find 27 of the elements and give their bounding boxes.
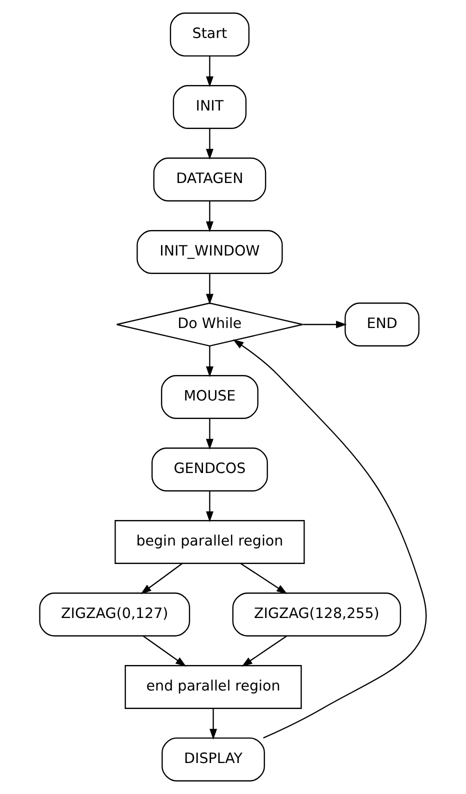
arrow <box>206 346 214 378</box>
arrow <box>206 200 214 232</box>
arrow <box>206 128 214 160</box>
arrow <box>142 635 186 667</box>
arrow <box>240 562 288 594</box>
arrow <box>242 635 288 667</box>
arrow <box>232 339 426 739</box>
arrow <box>206 273 214 305</box>
node-diamond: Do While <box>116 302 304 346</box>
node-box: GENDCOS <box>151 448 268 492</box>
node-box: ZIGZAG(0,127) <box>39 592 190 636</box>
node-box: Start <box>170 12 250 56</box>
node-box: DISPLAY <box>162 738 265 782</box>
node-box: INIT <box>172 85 247 129</box>
arrow <box>140 563 183 594</box>
arrow <box>206 418 214 450</box>
node-box: MOUSE <box>160 375 258 419</box>
arrow <box>210 708 218 740</box>
arrow <box>206 490 214 522</box>
node-box: END <box>344 302 420 346</box>
node-box: begin parallel region <box>114 520 305 564</box>
node-box: ZIGZAG(128,255) <box>232 592 402 636</box>
node-box: DATAGEN <box>153 158 266 202</box>
node-box: INIT_WINDOW <box>136 230 283 274</box>
node-box: end parallel region <box>124 665 302 709</box>
arrow <box>206 56 214 88</box>
arrow <box>302 320 347 328</box>
